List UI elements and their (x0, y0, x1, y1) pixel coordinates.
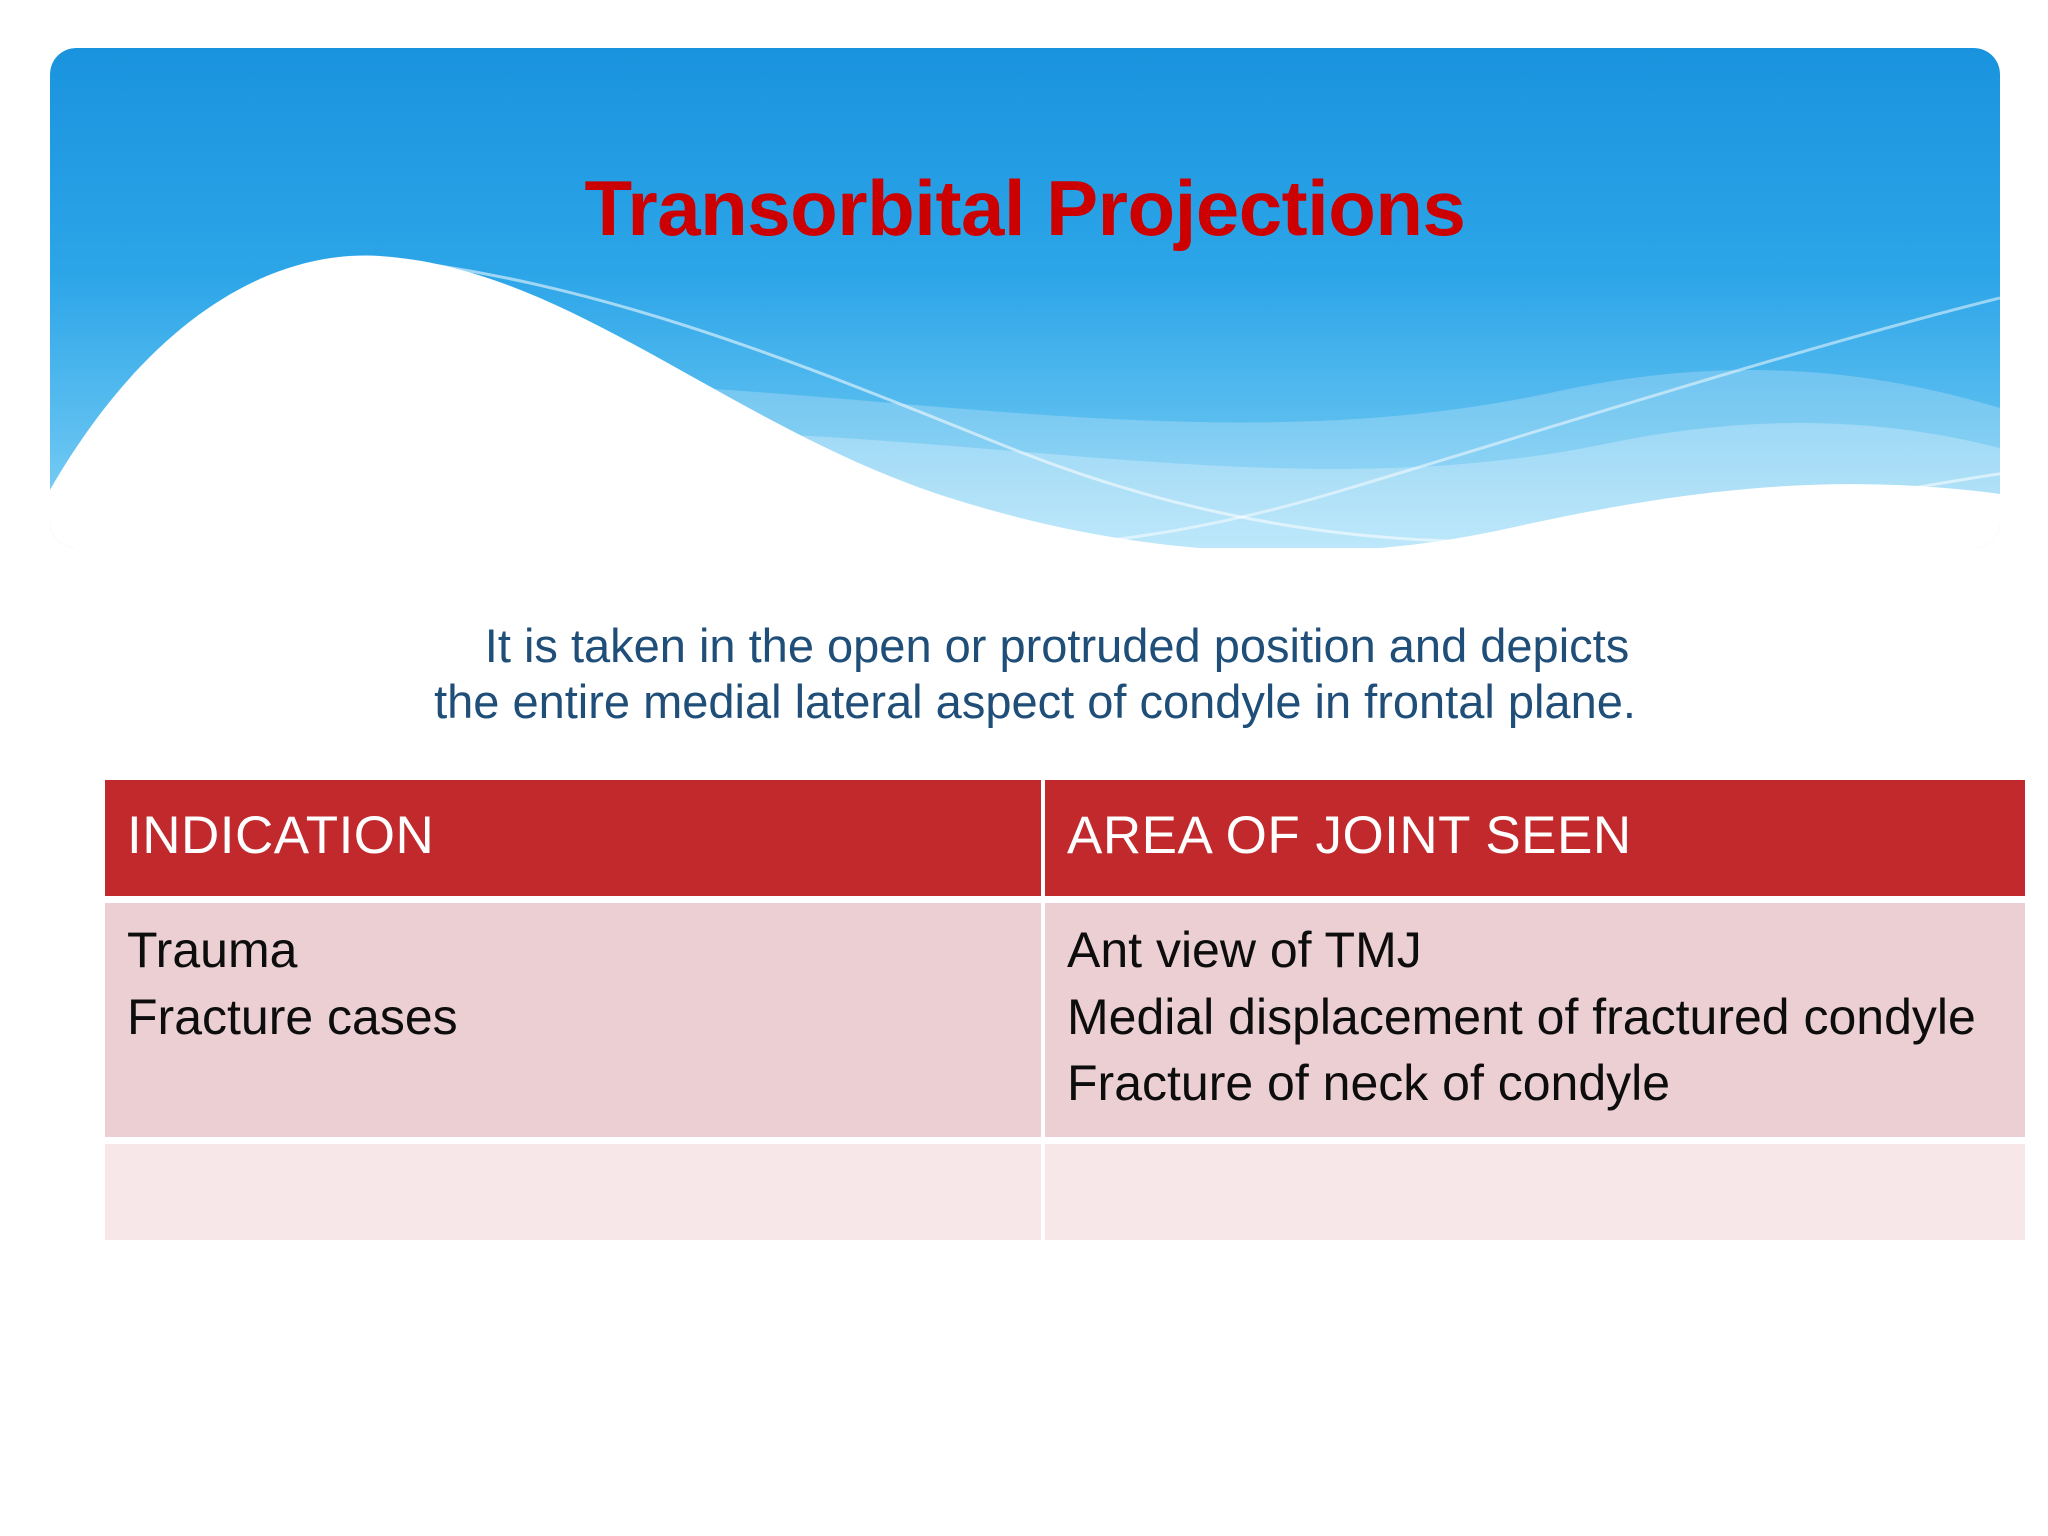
banner-wave-graphic (50, 48, 2000, 548)
table-header-row: INDICATION AREA OF JOINT SEEN (105, 780, 2025, 900)
column-header-area-of-joint-seen: AREA OF JOINT SEEN (1043, 780, 2025, 900)
table-row-empty (105, 1136, 2025, 1240)
header-banner (50, 48, 2000, 548)
cell-indication: Trauma Fracture cases (105, 896, 1045, 1140)
body-text-line-1: It is taken in the open or protruded pos… (484, 619, 1630, 672)
slide-title: Transorbital Projections (584, 164, 1466, 252)
indication-table: INDICATION AREA OF JOINT SEEN Trauma Fra… (105, 780, 2025, 1240)
cell-area-of-joint-seen-empty (1043, 1136, 2025, 1240)
cell-area-of-joint-seen: Ant view of TMJ Medial displacement of f… (1043, 896, 2025, 1140)
cell-indication-empty (105, 1136, 1045, 1240)
slide-body-text: It is taken in the open or protruded pos… (110, 618, 1960, 731)
table-row: Trauma Fracture cases Ant view of TMJ Me… (105, 896, 2025, 1140)
body-text-line-2: the entire medial lateral aspect of cond… (434, 675, 1636, 729)
column-header-indication: INDICATION (105, 780, 1045, 900)
